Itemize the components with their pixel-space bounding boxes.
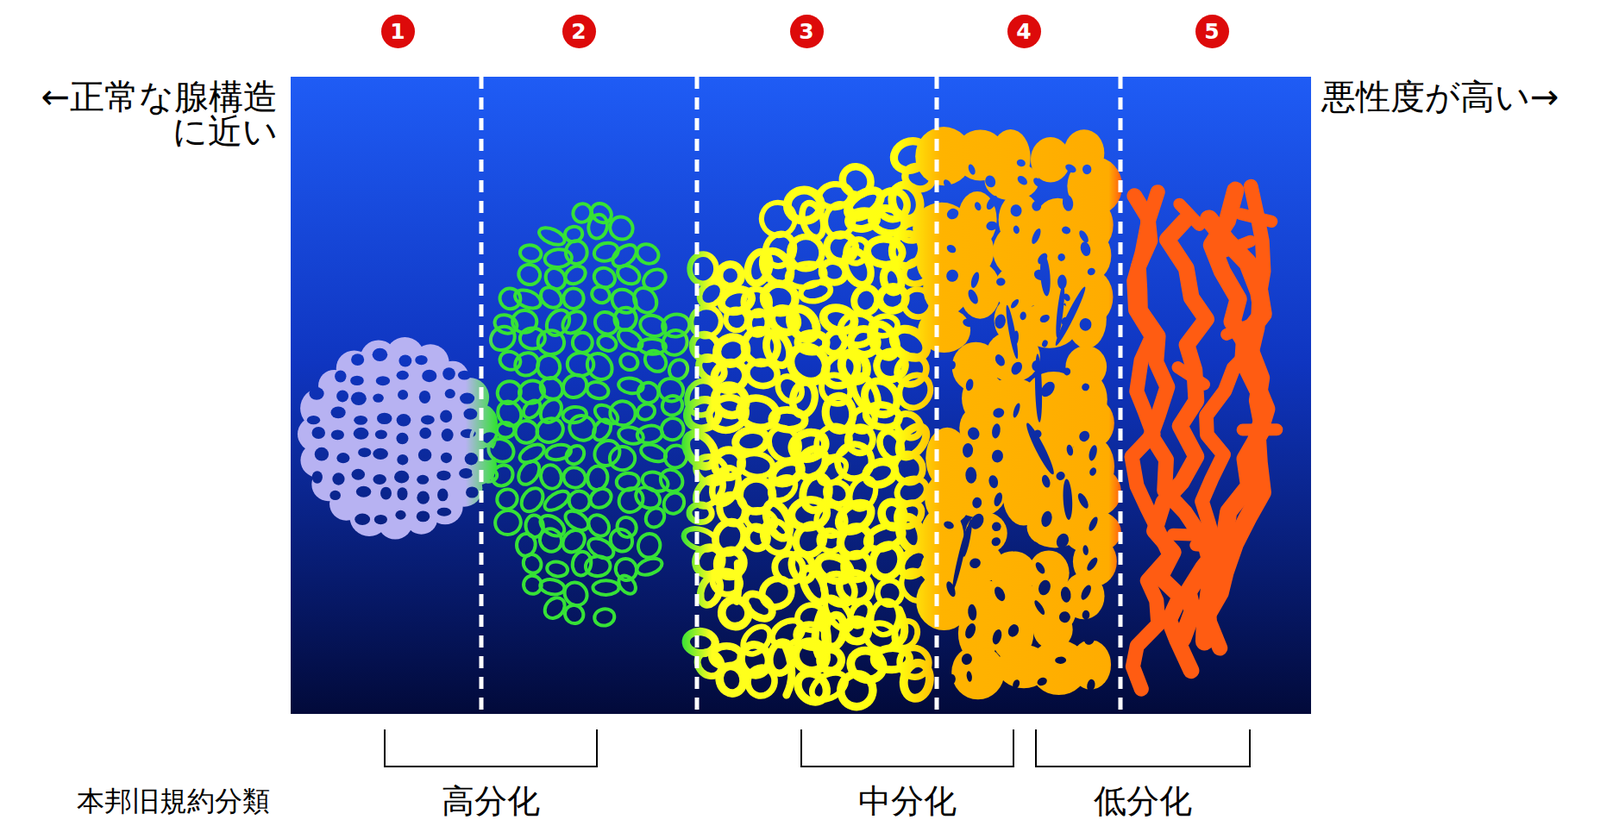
classification-title: 本邦旧規約分類 (76, 787, 270, 816)
callout-circle: 4 (1007, 14, 1042, 49)
callout-circle: 2 (562, 14, 597, 49)
callout-number: 5 (1204, 20, 1219, 43)
divider-line (479, 76, 484, 715)
callout-number: 2 (570, 20, 586, 43)
bracket (801, 729, 1014, 767)
divider-lines (481, 76, 1121, 715)
callout-number: 3 (798, 20, 814, 43)
callout-number: 1 (389, 20, 405, 43)
bracket (384, 729, 597, 767)
divider-line (695, 76, 700, 715)
brackets (384, 729, 1250, 767)
callout-circle: 5 (1195, 14, 1230, 49)
grade-label: 低分化 (1093, 784, 1193, 818)
callout-number: 4 (1016, 20, 1031, 43)
axis-label: 悪性度が高い→ (1321, 79, 1560, 114)
callout-circle: 3 (790, 14, 824, 49)
callout-circle: 1 (381, 14, 415, 49)
divider-line (934, 76, 940, 715)
grade-label: 中分化 (858, 784, 957, 818)
grade-label: 高分化 (441, 784, 540, 818)
axis-label: ←正常な腺構造 に近い (15, 79, 278, 149)
divider-line (1118, 76, 1124, 715)
bracket (1035, 729, 1250, 767)
